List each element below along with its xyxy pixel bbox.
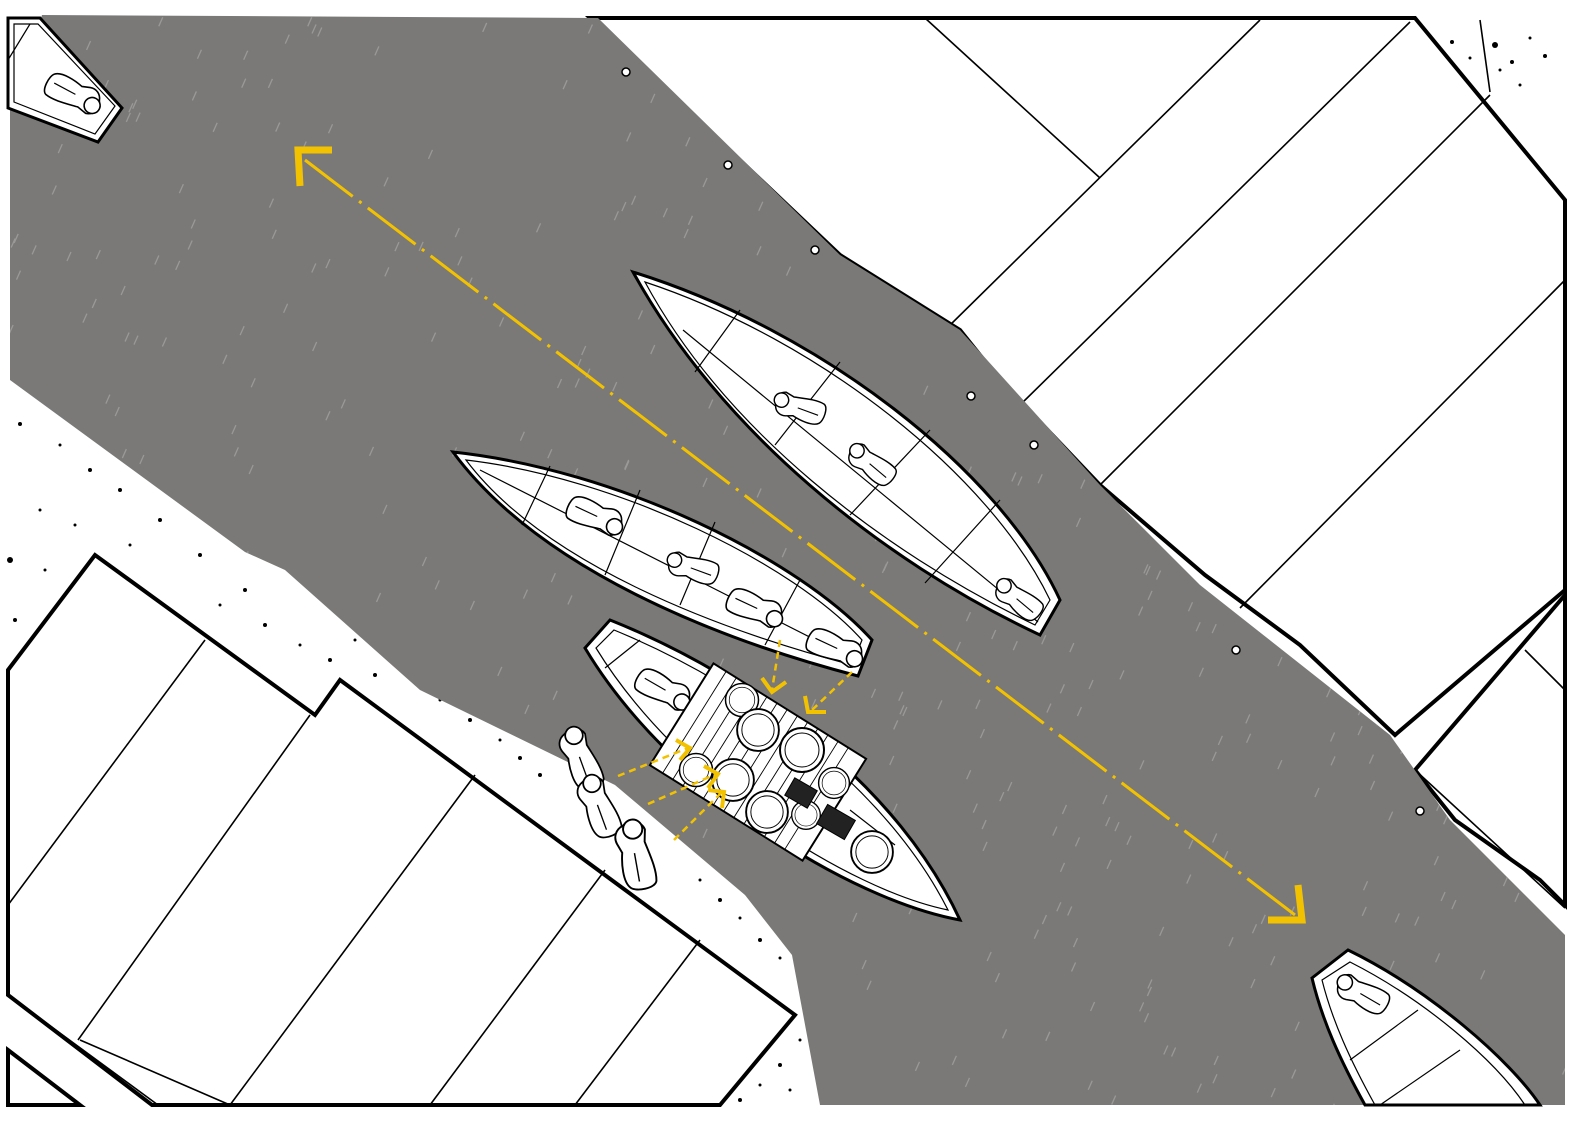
ripple-mark (1458, 14, 1462, 23)
ripple-mark (1480, 57, 1484, 66)
ripple-mark (1501, 73, 1505, 82)
ripple-mark (1330, 1104, 1334, 1113)
building-block-corner (8, 1050, 80, 1105)
ripple-mark (5, 378, 9, 387)
basket-icon (851, 831, 893, 873)
ripple-mark (203, 530, 207, 539)
ripple-mark (5, 1019, 9, 1028)
ripple-mark (327, 624, 331, 633)
ripple-mark (1567, 600, 1571, 609)
ripple-mark (1564, 76, 1568, 85)
ripple-mark (1568, 239, 1572, 248)
ripple-mark (178, 555, 182, 564)
ripple-mark (1346, 7, 1350, 16)
ripple-mark (521, 796, 525, 805)
ripple-mark (401, 682, 405, 691)
ripple-mark (354, 645, 358, 654)
ripple-mark (134, 2, 138, 11)
ripple-mark (331, 670, 335, 679)
ripple-mark (458, 736, 462, 745)
ripple-mark (733, 0, 737, 1)
ripple-mark (55, 464, 59, 473)
basket-icon (780, 728, 824, 772)
ripple-mark (1551, 1110, 1555, 1119)
ripple-mark (0, 816, 4, 825)
ripple-mark (62, 493, 66, 502)
ripple-mark (1566, 33, 1570, 42)
ripple-mark (0, 1028, 4, 1037)
basket-icon (819, 768, 850, 799)
ripple-mark (1498, 34, 1502, 43)
ripple-mark (186, 542, 190, 551)
ripple-mark (120, 0, 124, 2)
ripple-mark (329, 627, 333, 636)
ripple-mark (49, 1050, 53, 1059)
ripple-mark (728, 928, 732, 937)
ripple-mark (243, 565, 247, 574)
ripple-mark (23, 621, 27, 630)
ripple-mark (1460, 4, 1464, 13)
ripple-mark (1464, 1115, 1468, 1124)
ripple-mark (1254, 4, 1258, 13)
ripple-mark (532, 760, 536, 769)
ripple-mark (785, 967, 789, 976)
ripple-mark (193, 569, 197, 578)
ripple-mark (3, 570, 7, 579)
ripple-mark (82, 490, 86, 499)
ripple-mark (799, 6, 803, 15)
ripple-mark (3, 932, 7, 941)
ripple-mark (737, 901, 741, 910)
ripple-mark (1245, 2, 1249, 11)
person-icon (613, 817, 659, 892)
basket-icon (737, 709, 779, 751)
ripple-mark (436, 739, 440, 748)
ripple-mark (244, 551, 248, 560)
ripple-mark (613, 5, 617, 14)
basket-icon (746, 791, 788, 833)
ripple-mark (429, 719, 433, 728)
ripple-mark (7, 0, 11, 7)
ripple-mark (1509, 19, 1513, 28)
ripple-mark (730, 1100, 734, 1109)
ripple-mark (775, 967, 779, 976)
ripple-mark (2, 139, 6, 148)
ripple-mark (292, 588, 296, 597)
ripple-mark (1401, 745, 1405, 754)
ripple-mark (1503, 55, 1507, 64)
